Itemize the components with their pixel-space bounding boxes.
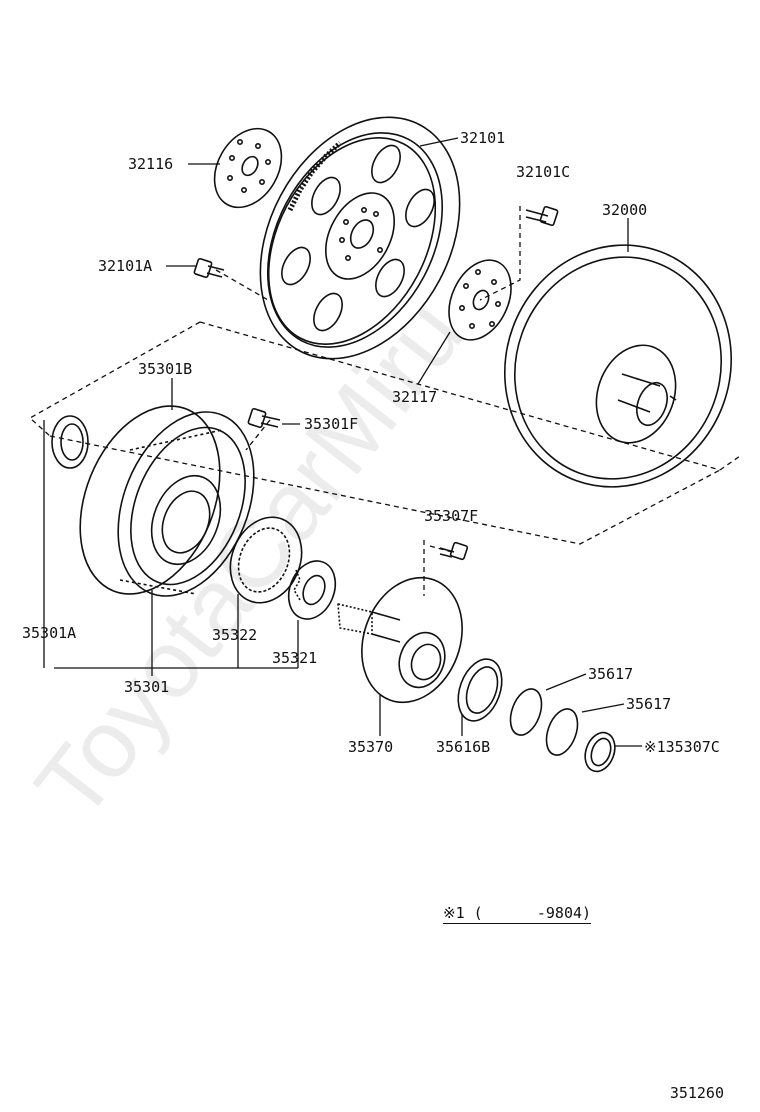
label-35322[interactable]: 35322 bbox=[212, 626, 258, 644]
label-35307F[interactable]: 35307F bbox=[424, 507, 479, 525]
seal-ring-35617-a[interactable] bbox=[505, 685, 548, 740]
seal-35301A[interactable] bbox=[51, 415, 89, 469]
plate-32117[interactable] bbox=[437, 250, 523, 350]
bolt-32101C[interactable] bbox=[525, 205, 559, 227]
label-35617-b[interactable]: 35617 bbox=[626, 695, 672, 713]
label-35370[interactable]: 35370 bbox=[348, 738, 394, 756]
drive-gear-35321[interactable] bbox=[280, 554, 343, 626]
label-35617-a[interactable]: 35617 bbox=[588, 665, 634, 683]
driven-gear-35322[interactable] bbox=[218, 506, 314, 613]
label-32000[interactable]: 32000 bbox=[602, 201, 648, 219]
figure-number: 351260 bbox=[669, 1084, 724, 1102]
label-35301F[interactable]: 35301F bbox=[304, 415, 359, 433]
label-32101[interactable]: 32101 bbox=[460, 129, 506, 147]
label-35301B[interactable]: 35301B bbox=[138, 360, 193, 378]
label-32101C[interactable]: 32101C bbox=[516, 163, 571, 181]
label-32117[interactable]: 32117 bbox=[392, 388, 438, 406]
assembly-lines bbox=[29, 206, 741, 596]
torque-converter-32000[interactable] bbox=[471, 213, 760, 519]
label-35301[interactable]: 35301 bbox=[124, 678, 170, 696]
bolt-35301F[interactable] bbox=[247, 407, 281, 429]
flywheel-32101[interactable] bbox=[220, 83, 499, 394]
footnote-applicability: ※1 ( -9804) bbox=[443, 904, 592, 924]
stator-shaft-35370[interactable] bbox=[337, 563, 479, 716]
seal-135307C[interactable] bbox=[580, 728, 620, 775]
bolt-35307F[interactable] bbox=[439, 541, 469, 561]
oil-pump-body-35301[interactable] bbox=[54, 385, 279, 616]
leader-lines bbox=[43, 137, 642, 747]
label-35301A[interactable]: 35301A bbox=[22, 624, 77, 642]
seal-ring-35617-b[interactable] bbox=[541, 705, 584, 760]
label-135307C[interactable]: ※135307C bbox=[644, 738, 720, 756]
bolt-32101A[interactable] bbox=[193, 257, 225, 279]
label-32101A[interactable]: 32101A bbox=[98, 257, 153, 275]
label-35616B[interactable]: 35616B bbox=[436, 738, 491, 756]
plate-32116[interactable] bbox=[201, 117, 295, 220]
ring-35616B[interactable] bbox=[450, 653, 509, 727]
label-32116[interactable]: 32116 bbox=[128, 155, 174, 173]
label-35321[interactable]: 35321 bbox=[272, 649, 318, 667]
